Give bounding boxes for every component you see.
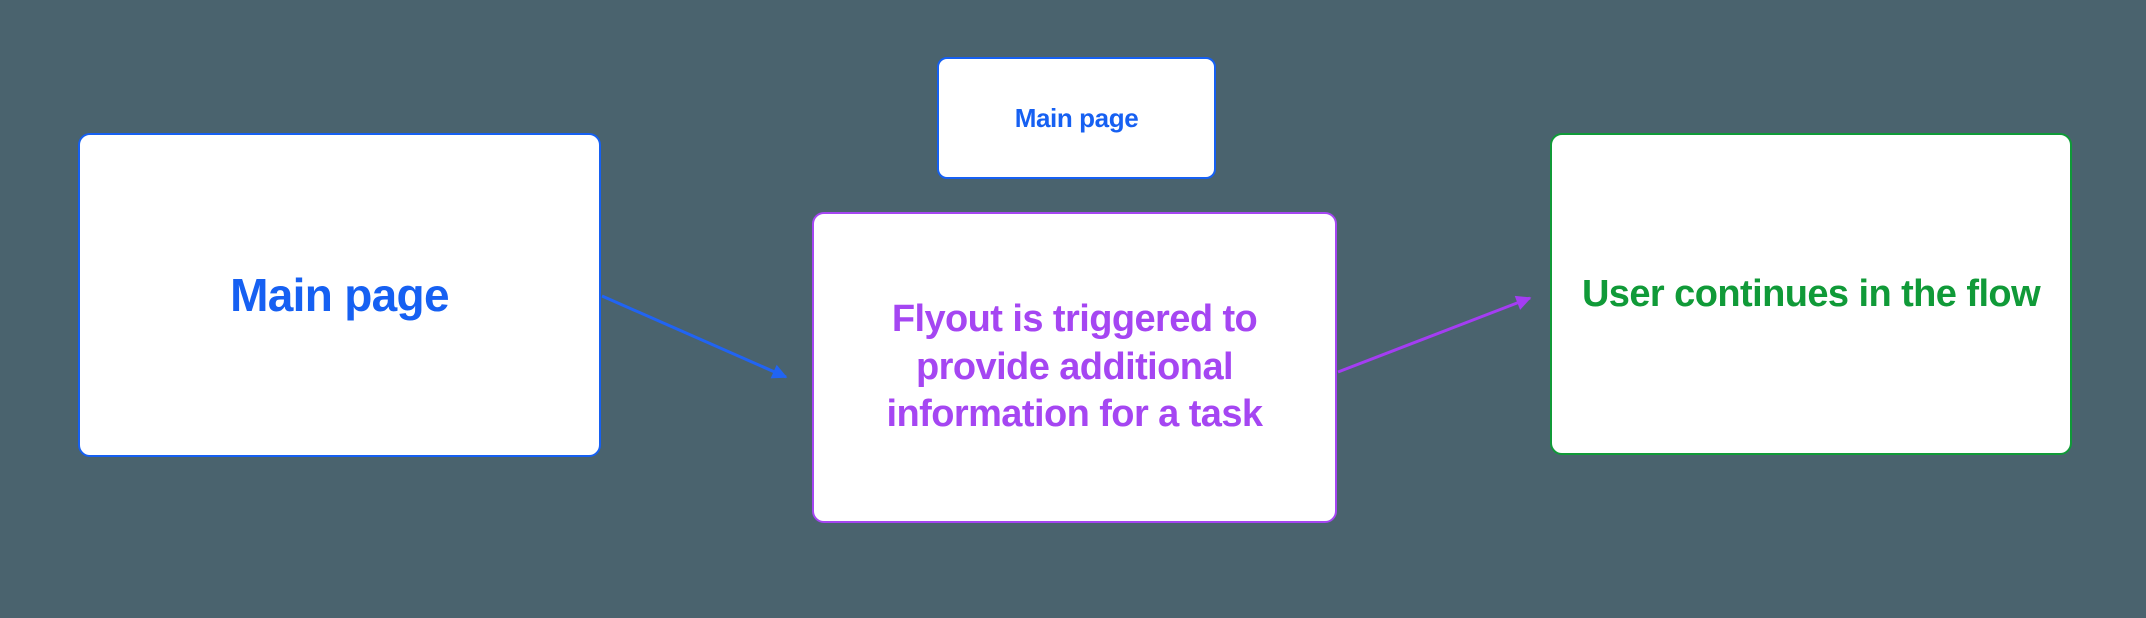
- node-user-continues[interactable]: User continues in the flow: [1550, 133, 2072, 455]
- node-label: User continues in the flow: [1581, 272, 2041, 315]
- connector-main-to-flyout[interactable]: [601, 294, 788, 379]
- node-main-page[interactable]: Main page: [78, 133, 601, 457]
- connector-flyout-to-continue[interactable]: [1337, 295, 1532, 374]
- node-flyout-triggered[interactable]: Flyout is triggered to provide additiona…: [812, 212, 1337, 523]
- node-label: Flyout is triggered to provide additiona…: [886, 298, 1264, 436]
- node-label: Main page: [1014, 102, 1139, 133]
- node-main-page-small[interactable]: Main page: [937, 57, 1216, 179]
- node-label: Main page: [230, 269, 449, 321]
